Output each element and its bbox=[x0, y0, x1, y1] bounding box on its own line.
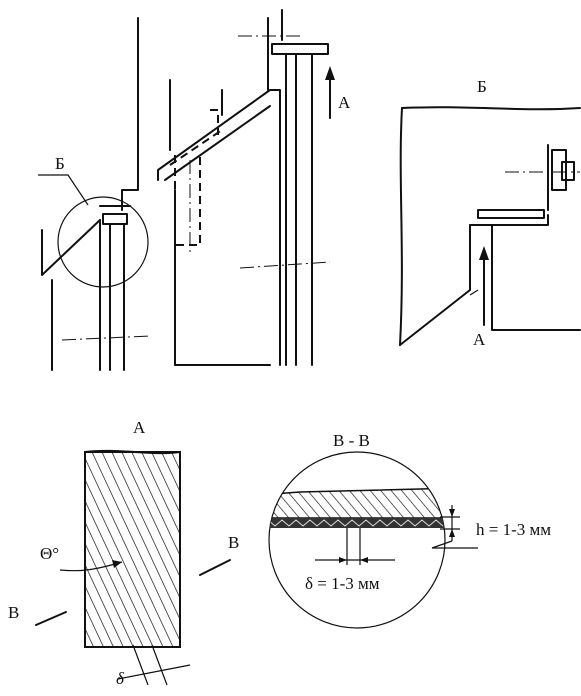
section-a-title: А bbox=[133, 418, 146, 437]
arrow-a-main-head bbox=[325, 66, 335, 80]
left-frame-edge bbox=[121, 17, 139, 211]
hatched-blade-section bbox=[84, 451, 181, 648]
detail-b-circle bbox=[57, 196, 149, 288]
h-dim-label: h = 1-3 мм bbox=[476, 520, 551, 539]
view-b-title: Б bbox=[477, 77, 487, 96]
detail-b-lower-body bbox=[491, 224, 581, 331]
cut-mark-left bbox=[35, 611, 67, 626]
roller-block bbox=[102, 213, 128, 225]
section-vv-title: В - В bbox=[333, 431, 370, 450]
delta-dim-label: δ = 1-3 мм bbox=[305, 574, 380, 593]
section-vv-circle bbox=[268, 451, 446, 629]
detail-b-top-break bbox=[401, 106, 581, 111]
detail-b-plate bbox=[477, 209, 545, 219]
detail-b-leader bbox=[38, 174, 89, 206]
base-hatched-part bbox=[269, 487, 445, 519]
arrow-a-detail-label: А bbox=[473, 330, 486, 349]
top-plate bbox=[271, 43, 329, 55]
cut-mark-right bbox=[199, 559, 231, 576]
hidden-outline bbox=[174, 155, 201, 246]
view-b-callout-label: Б bbox=[55, 154, 65, 173]
detail-b-wedge bbox=[399, 224, 471, 346]
small-shaft bbox=[109, 223, 125, 371]
section-a-view: А Θ° В В δ bbox=[8, 418, 239, 688]
main-shaft bbox=[295, 53, 313, 366]
weld-layer bbox=[269, 518, 445, 528]
theta-label: Θ° bbox=[40, 544, 59, 563]
main-assembly-view: Б А bbox=[38, 9, 351, 371]
cut-v-left-label: В bbox=[8, 603, 19, 622]
delta-section-a-label: δ bbox=[116, 669, 125, 688]
delta-dim-line-a bbox=[117, 664, 191, 680]
detail-b-left-break bbox=[399, 107, 403, 346]
detail-b-roller bbox=[551, 149, 567, 191]
arrow-a-main-label: А bbox=[338, 93, 351, 112]
detail-view-b: Б А bbox=[399, 77, 581, 349]
section-vv-view: В - В h = 1-3 мм δ = 1-3 мм bbox=[268, 431, 551, 629]
left-wedge bbox=[41, 219, 101, 276]
cut-v-right-label: В bbox=[228, 533, 239, 552]
inclined-chute bbox=[157, 89, 281, 366]
arrow-a-detail-head bbox=[479, 246, 489, 260]
